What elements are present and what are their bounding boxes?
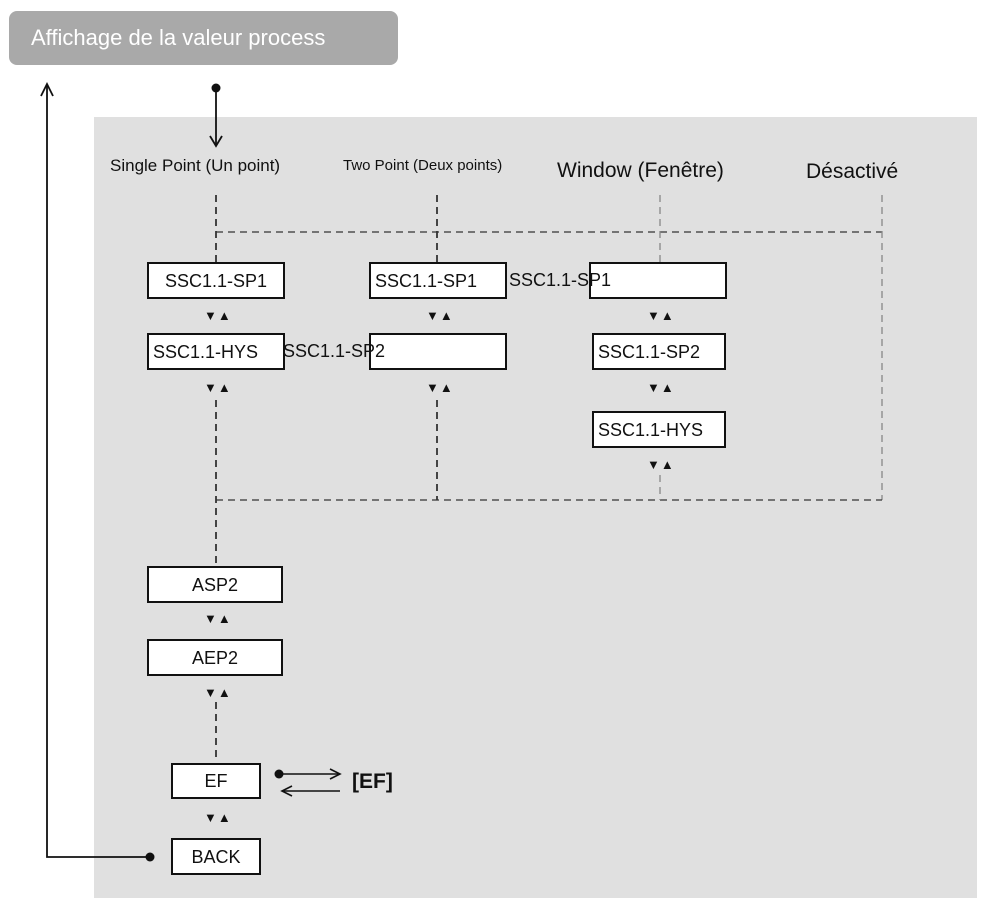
asp2-label: ASP2	[191, 574, 239, 595]
single-hys-label: SSC1.1-HYS	[153, 341, 259, 362]
entry-arrow-head	[209, 135, 223, 148]
return-line	[46, 86, 150, 858]
single-hys-down-arrows: ▼▲	[204, 380, 232, 395]
window-sp2-box: SSC1.1-SP2	[592, 333, 726, 370]
ef-in-head	[280, 785, 293, 797]
two-sp2-box	[369, 333, 507, 370]
asp2-box: ASP2	[147, 566, 283, 603]
window-hys-box: SSC1.1-HYS	[592, 411, 726, 448]
window-sp1-label: SSC1.1-SP1	[509, 270, 612, 290]
window-sp2-label: SSC1.1-SP2	[598, 341, 701, 362]
single-sp1-label: SSC1.1-SP1	[164, 270, 268, 291]
single-sp1-hys-arrows: ▼▲	[204, 308, 232, 323]
ef-out-head	[329, 768, 342, 780]
two-sp1-sp2-arrows: ▼▲	[426, 308, 454, 323]
ef-reference-label: [EF]	[352, 770, 393, 793]
ef-box: EF	[171, 763, 261, 799]
window-sp1-sp2-arrows: ▼▲	[647, 308, 675, 323]
window-sp1-box	[589, 262, 727, 299]
mode-label-single-point: Single Point (Un point)	[110, 156, 281, 175]
window-sp2-hys-arrows: ▼▲	[647, 380, 675, 395]
window-hys-down-arrows: ▼▲	[647, 457, 675, 472]
two-sp2-label: SSC1.1-SP2	[283, 341, 386, 361]
single-sp1-box: SSC1.1-SP1	[147, 262, 285, 299]
back-box: BACK	[171, 838, 261, 875]
process-value-display-header: Affichage de la valeur process	[9, 11, 398, 65]
return-arrow-head	[40, 81, 54, 97]
back-label: BACK	[191, 846, 241, 867]
two-sp1-label: SSC1.1-SP1	[375, 270, 478, 291]
asp2-aep2-arrows: ▼▲	[204, 611, 232, 626]
aep2-box: AEP2	[147, 639, 283, 676]
ef-label: EF	[204, 771, 228, 791]
two-sp2-down-arrows: ▼▲	[426, 380, 454, 395]
single-hys-box: SSC1.1-HYS	[147, 333, 285, 370]
aep2-down-arrows: ▼▲	[204, 685, 232, 700]
window-hys-label: SSC1.1-HYS	[598, 419, 704, 440]
aep2-label: AEP2	[191, 647, 239, 668]
mode-label-two-point: Two Point (Deux points)	[343, 157, 503, 174]
mode-label-disabled: Désactivé	[806, 160, 899, 183]
ef-back-arrows: ▼▲	[204, 810, 232, 825]
two-sp1-box: SSC1.1-SP1	[369, 262, 507, 299]
mode-label-window: Window (Fenêtre)	[557, 159, 724, 182]
